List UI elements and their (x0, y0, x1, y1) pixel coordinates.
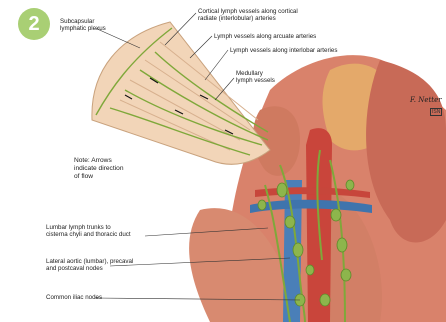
label-arcuate-lymph-vessels: Lymph vessels along arcuate arteries (214, 33, 316, 40)
kidney-wedge-cross-section (92, 22, 270, 164)
label-subcapsular-plexus: Subcapsular lymphatic plexus (60, 18, 106, 32)
label-interlobar-lymph-vessels: Lymph vessels along interlobar arteries (230, 47, 337, 54)
figure-number-badge: 2 (18, 8, 50, 40)
label-cortical-lymph-vessels: Cortical lymph vessels along cortical ra… (198, 8, 298, 22)
publisher-logo: ISN (430, 108, 442, 116)
label-lateral-aortic-nodes: Lateral aortic (lumbar), precaval and po… (46, 258, 133, 272)
label-lumbar-lymph-trunks: Lumbar lymph trunks to cisterna chyli an… (46, 224, 131, 238)
artist-signature: F. Netter (410, 96, 442, 104)
flow-direction-note: Note: Arrows indicate direction of flow (74, 157, 123, 180)
label-common-iliac-nodes: Common iliac nodes (46, 294, 102, 301)
label-medullary-lymph-vessels: Medullary lymph vessels (236, 70, 275, 84)
